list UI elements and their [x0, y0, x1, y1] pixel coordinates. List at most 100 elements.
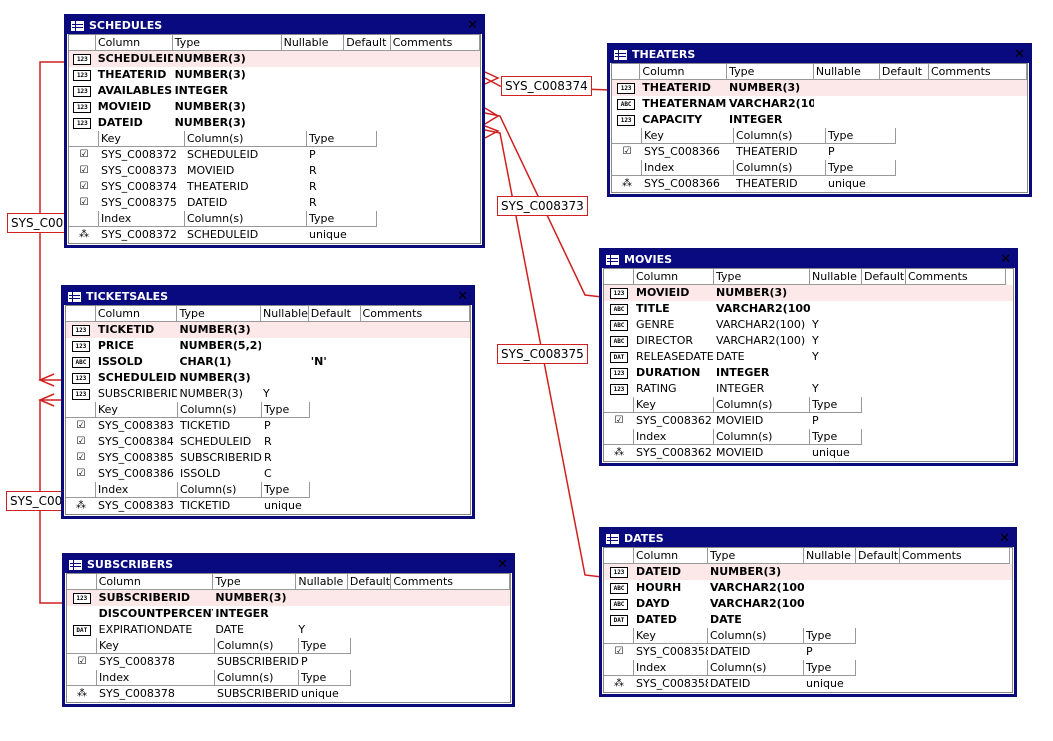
table-title-bar[interactable]: MOVIES✕	[602, 251, 1015, 268]
column-comments	[361, 354, 470, 370]
column-default	[862, 285, 906, 301]
column-header: Index	[99, 211, 185, 227]
column-type-icon: ABC	[66, 354, 96, 370]
column-header: Index	[634, 660, 708, 676]
index-columns: MOVIEID	[716, 446, 764, 459]
column-type-icon: DAT	[604, 349, 634, 365]
column-default: 'N'	[310, 355, 327, 368]
column-comments	[900, 580, 1010, 596]
index-type: unique	[828, 177, 866, 190]
key-columns: SUBSCRIBERID	[217, 655, 299, 668]
key-icon: ☑	[614, 415, 624, 426]
table-title-bar[interactable]: DATES ✕	[602, 530, 1014, 547]
column-header: Index	[642, 160, 734, 176]
column-header: Comments	[390, 35, 480, 51]
table-title-bar[interactable]: TICKETSALES✕	[64, 288, 472, 305]
close-icon[interactable]: ✕	[1000, 252, 1011, 267]
close-icon[interactable]: ✕	[497, 557, 508, 572]
column-header: Type	[727, 64, 814, 80]
column-header: Column(s)	[734, 160, 826, 176]
column-nullable	[296, 590, 347, 606]
column-comments	[361, 322, 470, 338]
column-comments	[391, 67, 480, 83]
column-comments	[900, 596, 1010, 612]
table-title-bar[interactable]: THEATERS✕	[610, 46, 1029, 63]
column-comments	[391, 115, 480, 131]
column-comments	[929, 80, 1027, 96]
column-default	[348, 606, 392, 622]
column-type: NUMBER(3)	[716, 286, 788, 299]
close-icon[interactable]: ✕	[467, 18, 478, 33]
key-columns: ISSOLD	[180, 467, 221, 480]
index-type: unique	[812, 446, 850, 459]
index-icon: ⁂	[614, 447, 624, 458]
close-icon[interactable]: ✕	[999, 531, 1010, 546]
column-header: Index	[97, 670, 215, 686]
column-type: INTEGER	[716, 366, 770, 379]
table-title-bar[interactable]: SCHEDULES✕	[67, 17, 482, 34]
column-row[interactable]: DISCOUNTPERCENTSINTEGER	[67, 606, 510, 622]
table-title-bar[interactable]: SUBSCRIBERS✕	[65, 556, 512, 573]
column-row[interactable]: 123AVAILABLESEATSINTEGER	[69, 83, 480, 99]
index-type: unique	[264, 499, 302, 512]
close-icon[interactable]: ✕	[457, 289, 468, 304]
table-title: DATES	[624, 532, 664, 545]
column-header: Column(s)	[708, 660, 804, 676]
close-icon[interactable]: ✕	[1014, 47, 1025, 62]
header-spacer	[67, 670, 97, 686]
key-icon: ☑	[76, 420, 86, 431]
